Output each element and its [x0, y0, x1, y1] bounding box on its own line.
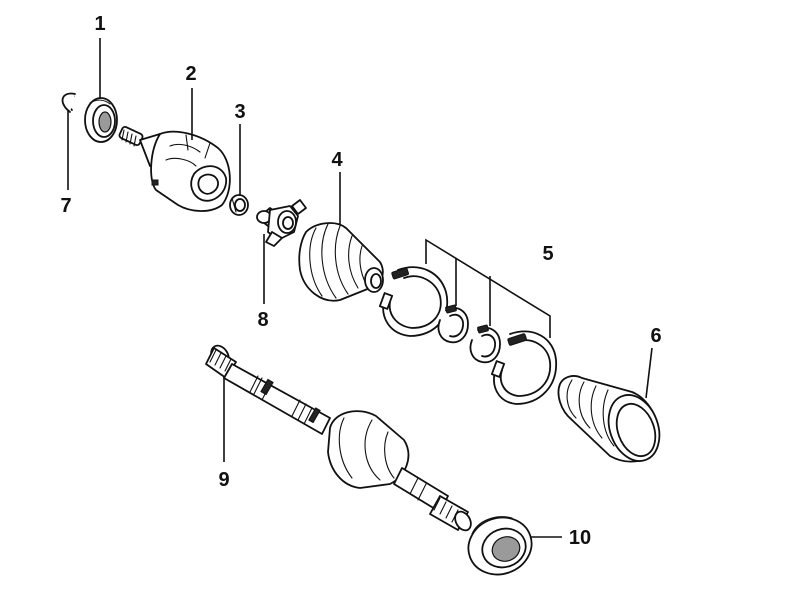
part-3-circlip — [229, 194, 249, 216]
part-5-clamp-large-b — [490, 330, 557, 405]
callout-labels: 1 2 3 4 5 6 7 8 9 10 — [60, 13, 661, 549]
leader-lines — [67, 38, 653, 538]
label-1: 1 — [94, 13, 105, 35]
label-10: 10 — [569, 527, 591, 549]
leader-5 — [425, 238, 551, 338]
label-9: 9 — [218, 469, 229, 491]
part-5-clamp-small-a — [437, 304, 469, 344]
label-8: 8 — [257, 309, 268, 331]
part-6-outer-boot — [557, 375, 661, 463]
label-7: 7 — [60, 195, 71, 217]
label-4: 4 — [331, 149, 343, 171]
leader-6 — [645, 347, 653, 399]
part-7-snap-ring — [61, 92, 76, 113]
label-2: 2 — [185, 63, 196, 85]
part-8-tripod-spider — [256, 199, 307, 247]
label-5: 5 — [542, 243, 553, 265]
part-10-dust-seal — [467, 516, 533, 576]
label-6: 6 — [650, 325, 661, 347]
part-4-inner-boot — [298, 222, 384, 302]
part-5-clamp-small-b — [469, 324, 501, 364]
part-2-inner-joint-housing — [118, 126, 231, 212]
label-3: 3 — [234, 101, 245, 123]
part-9-drive-shaft — [205, 344, 472, 532]
part-1-oil-seal — [84, 97, 118, 143]
part-5-clamp-large-a — [378, 266, 449, 337]
